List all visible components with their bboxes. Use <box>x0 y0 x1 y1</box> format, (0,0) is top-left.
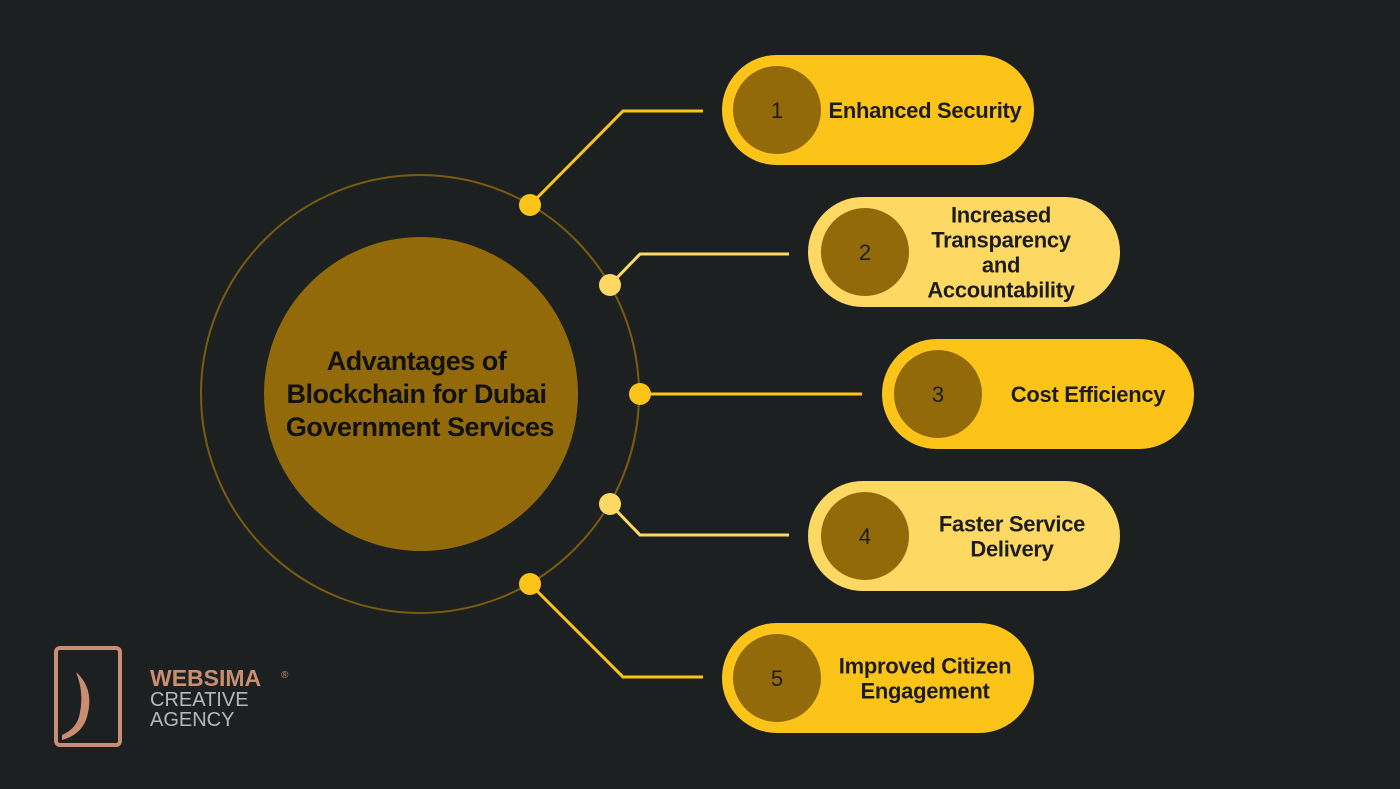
logo-registered: ® <box>281 670 289 681</box>
connector-dot <box>599 274 621 296</box>
connector-line <box>608 502 789 537</box>
number-badge <box>821 208 909 296</box>
connector-line <box>528 109 703 207</box>
central-title: Advantages of Blockchain for Dubai Gover… <box>286 346 554 442</box>
item-label-line: Enhanced Security <box>829 98 1023 123</box>
item-label-line: Faster Service <box>939 512 1085 537</box>
item-label: Enhanced Security <box>829 98 1023 123</box>
item-label-line: Engagement <box>860 679 990 704</box>
logo-brand: WEBSIMA <box>150 665 261 691</box>
item-label-line: Improved Citizen <box>839 654 1011 679</box>
advantage-item: 3 Cost Efficiency <box>629 339 1194 449</box>
connector-line <box>608 252 789 287</box>
item-label-line: and <box>982 253 1020 278</box>
websima-logo: WEBSIMA ® CREATIVE AGENCY <box>54 646 289 747</box>
connector-dot <box>599 493 621 515</box>
connector-line <box>528 582 703 679</box>
item-number: 2 <box>859 240 871 265</box>
logo-line2: CREATIVE <box>150 689 249 711</box>
number-badge <box>894 350 982 438</box>
title-line: Blockchain for Dubai <box>286 379 546 409</box>
title-line: Advantages of <box>327 346 508 376</box>
number-badge <box>821 492 909 580</box>
item-number: 1 <box>771 98 783 123</box>
central-hub <box>264 237 578 551</box>
number-badge <box>733 634 821 722</box>
connector-dot <box>519 194 541 216</box>
item-label-line: Transparency <box>931 228 1072 253</box>
logo-line3: AGENCY <box>150 709 234 731</box>
title-line: Government Services <box>286 412 554 442</box>
item-label-line: Delivery <box>970 537 1054 562</box>
item-label-line: Increased <box>951 203 1051 228</box>
number-badge <box>733 66 821 154</box>
connector-dot <box>629 383 651 405</box>
item-label-line: Accountability <box>927 278 1075 303</box>
item-label: Cost Efficiency <box>1011 382 1166 407</box>
item-number: 5 <box>771 666 783 691</box>
item-label-line: Cost Efficiency <box>1011 382 1166 407</box>
item-number: 4 <box>859 524 871 549</box>
advantage-item: 1 Enhanced Security <box>519 55 1034 216</box>
connector-dot <box>519 573 541 595</box>
item-number: 3 <box>932 382 944 407</box>
